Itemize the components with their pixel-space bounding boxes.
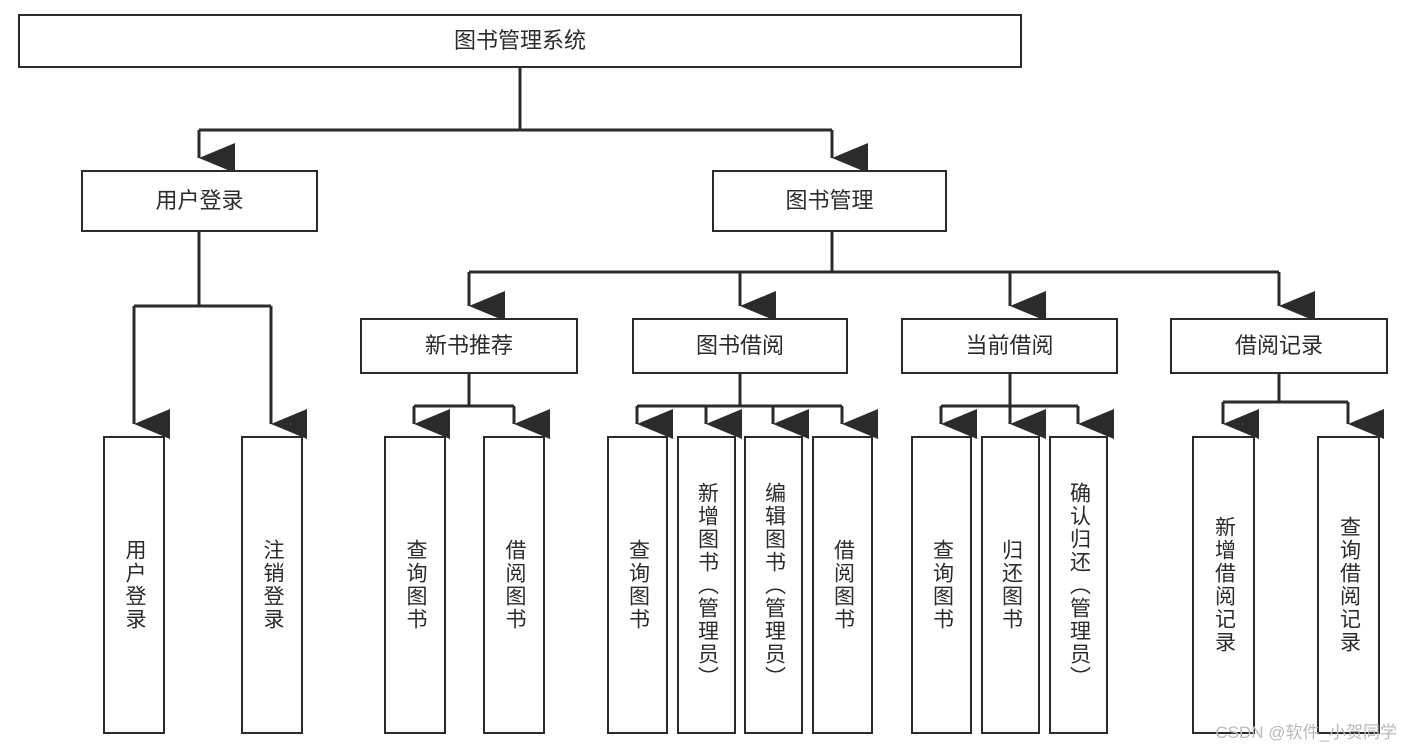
- node-label: 当前借阅: [965, 332, 1054, 358]
- node-label: 用户登录: [155, 187, 244, 213]
- node-label: 用户登录: [123, 539, 147, 631]
- node-leaf-return-book[interactable]: 归还图书: [981, 436, 1040, 734]
- node-label: 图书管理系统: [453, 27, 586, 53]
- node-leaf-query-book-borrow[interactable]: 查询图书: [607, 436, 668, 734]
- node-leaf-confirm-return-admin[interactable]: 确认归还（管理员）: [1049, 436, 1108, 734]
- node-label: 确认归还（管理员）: [1067, 481, 1091, 689]
- node-leaf-query-book-current[interactable]: 查询图书: [911, 436, 972, 734]
- book-borrow-to-leaves-connectors: [635, 374, 878, 439]
- node-label: 新书推荐: [424, 332, 513, 358]
- node-root-book-management-system[interactable]: 图书管理系统: [18, 14, 1022, 68]
- node-label: 查询图书: [404, 539, 428, 631]
- node-label: 查询图书: [930, 539, 954, 631]
- node-label: 图书管理: [785, 187, 874, 213]
- node-book-management[interactable]: 图书管理: [712, 170, 947, 232]
- node-label: 查询借阅记录: [1337, 516, 1361, 654]
- node-leaf-borrow-book[interactable]: 借阅图书: [812, 436, 873, 734]
- new-book-to-leaves-connectors: [412, 374, 550, 439]
- node-user-login[interactable]: 用户登录: [81, 170, 318, 232]
- node-new-book-recommend[interactable]: 新书推荐: [360, 318, 578, 374]
- node-label: 编辑图书（管理员）: [762, 481, 786, 689]
- user-login-to-leaves-connectors: [132, 232, 307, 439]
- node-current-borrow[interactable]: 当前借阅: [901, 318, 1118, 374]
- node-leaf-query-borrow-record[interactable]: 查询借阅记录: [1317, 436, 1380, 734]
- node-book-borrow[interactable]: 图书借阅: [632, 318, 848, 374]
- node-leaf-add-book-admin[interactable]: 新增图书（管理员）: [677, 436, 736, 734]
- node-label: 注销登录: [261, 539, 285, 631]
- node-leaf-borrow-book-recommend[interactable]: 借阅图书: [483, 436, 545, 734]
- node-leaf-query-book-recommend[interactable]: 查询图书: [384, 436, 446, 734]
- root-to-level2-connectors: [197, 68, 868, 173]
- node-label: 借阅图书: [831, 539, 855, 631]
- node-label: 图书借阅: [695, 332, 784, 358]
- borrow-record-to-leaves-connectors: [1221, 374, 1384, 439]
- node-borrow-record[interactable]: 借阅记录: [1170, 318, 1388, 374]
- node-leaf-user-logout[interactable]: 注销登录: [241, 436, 303, 734]
- node-leaf-add-borrow-record[interactable]: 新增借阅记录: [1192, 436, 1255, 734]
- node-label: 借阅记录: [1234, 332, 1323, 358]
- node-label: 新增借阅记录: [1212, 516, 1236, 654]
- node-label: 借阅图书: [503, 539, 527, 631]
- node-label: 归还图书: [999, 539, 1023, 631]
- node-leaf-edit-book-admin[interactable]: 编辑图书（管理员）: [744, 436, 803, 734]
- node-leaf-user-login[interactable]: 用户登录: [103, 436, 165, 734]
- current-borrow-to-leaves-connectors: [939, 374, 1114, 439]
- node-label: 新增图书（管理员）: [695, 481, 719, 689]
- csdn-watermark: CSDN @软件_小贺同学: [1215, 723, 1397, 742]
- node-label: 查询图书: [626, 539, 650, 631]
- book-manage-to-level3-connectors: [467, 232, 1315, 321]
